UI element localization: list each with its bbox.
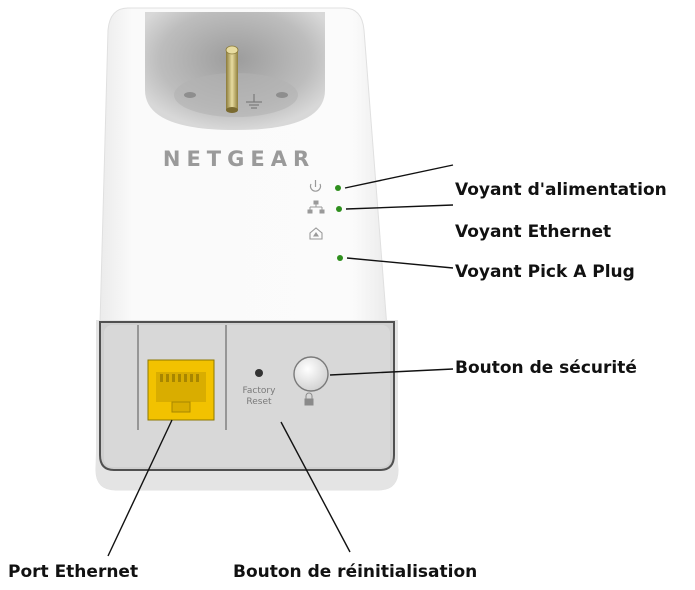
plug-icon: [309, 227, 323, 240]
power-led: [335, 185, 341, 191]
ethernet-led-callout: Voyant Ethernet: [455, 222, 612, 242]
factory-reset-label-line2: Reset: [246, 397, 272, 407]
reset-pinhole: [255, 369, 263, 377]
lock-icon: [304, 392, 314, 406]
pick-a-plug-led: [337, 255, 343, 261]
ethernet-led: [336, 206, 342, 212]
power-led-callout: Voyant d'alimentation: [455, 180, 667, 200]
brand-logo: NETGEAR: [162, 147, 316, 171]
callout-lines: [107, 164, 454, 557]
security-button: [293, 356, 329, 392]
outlet-socket: [145, 12, 325, 130]
ethernet-port-callout: Port Ethernet: [8, 562, 139, 582]
security-button-callout: Bouton de sécurité: [455, 358, 637, 378]
pick-a-plug-led-callout: Voyant Pick A Plug: [455, 262, 635, 282]
power-icon: [309, 180, 322, 192]
ethernet-port: [147, 359, 215, 421]
factory-reset-label-line1: Factory: [242, 386, 276, 396]
reset-button-callout: Bouton de réinitialisation: [233, 562, 478, 582]
network-icon: [307, 200, 325, 214]
